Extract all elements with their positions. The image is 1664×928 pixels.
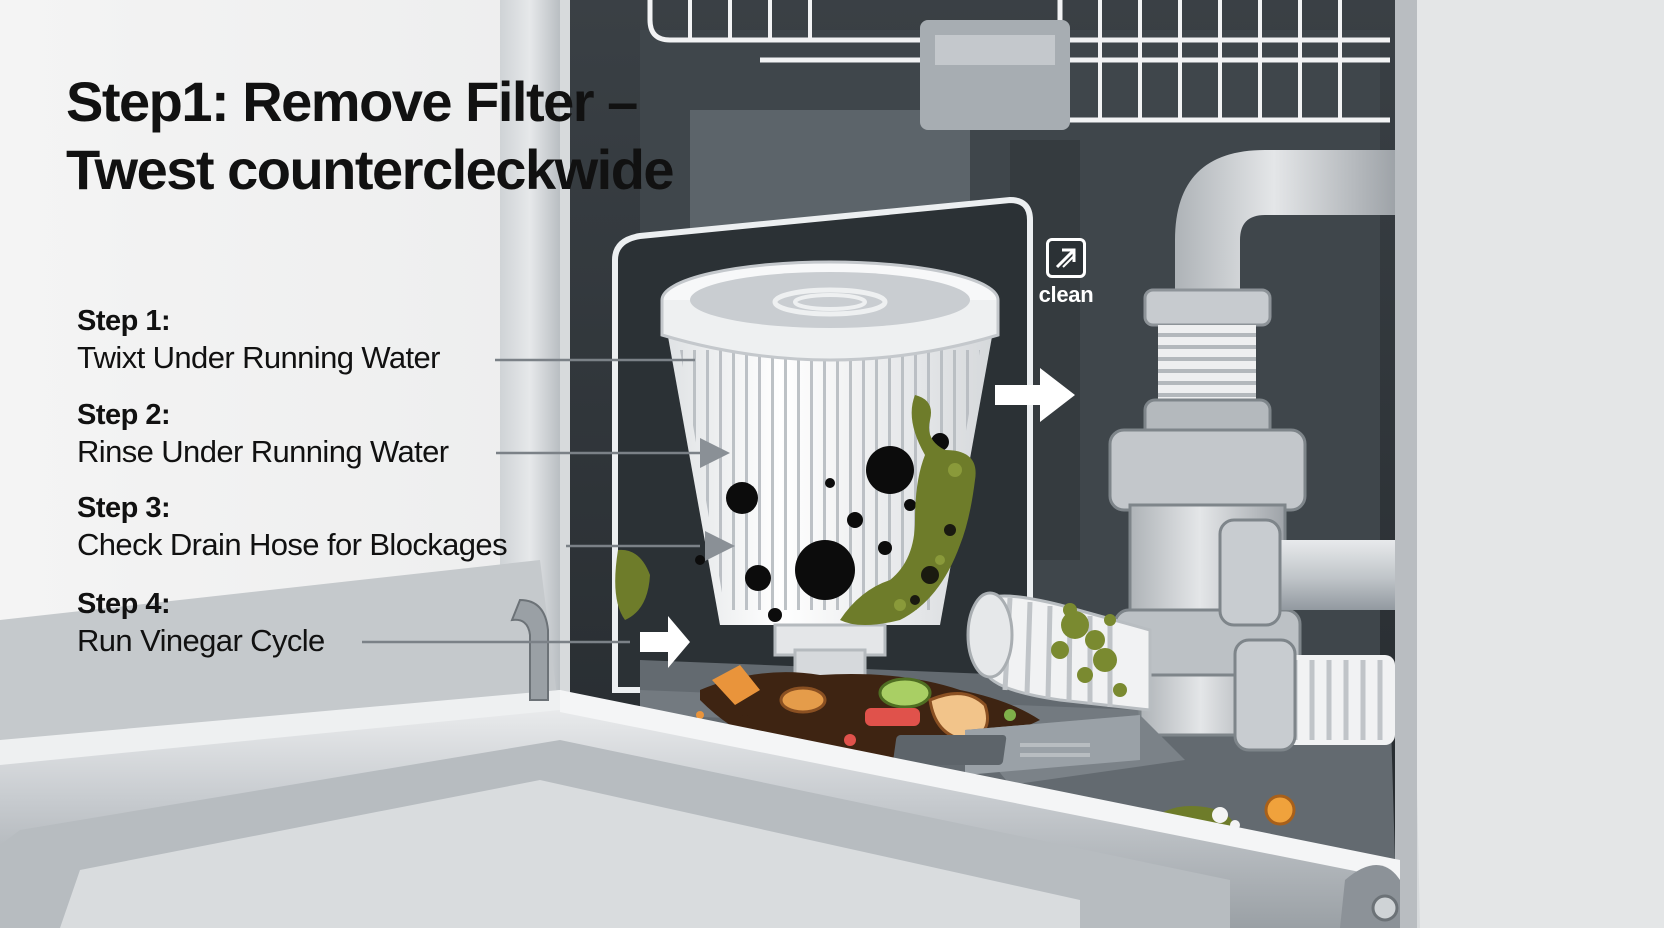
page-title: Step1: Remove Filter – Twest counterclec… (66, 68, 826, 204)
page-title-line-2: Twest countercleckwide (66, 138, 675, 201)
arrow-up-right-icon (1046, 238, 1086, 278)
step-4-text: Run Vinegar Cycle (77, 623, 325, 658)
page-title-line-1: Step1: Remove Filter – (66, 70, 638, 133)
step-2-text: Rinse Under Running Water (77, 434, 449, 469)
step-2-label: Step 2: (77, 399, 171, 431)
step-1-text: Twixt Under Running Water (77, 340, 440, 375)
step-3-label: Step 3: (77, 492, 171, 524)
arrow-up-right-glyph (1055, 248, 1076, 269)
step-1-label: Step 1: (77, 305, 171, 337)
clean-label: clean (1038, 282, 1094, 307)
step-4-label: Step 4: (77, 588, 171, 620)
clean-badge: clean (1036, 238, 1096, 308)
step-3-text: Check Drain Hose for Blockages (77, 527, 508, 562)
